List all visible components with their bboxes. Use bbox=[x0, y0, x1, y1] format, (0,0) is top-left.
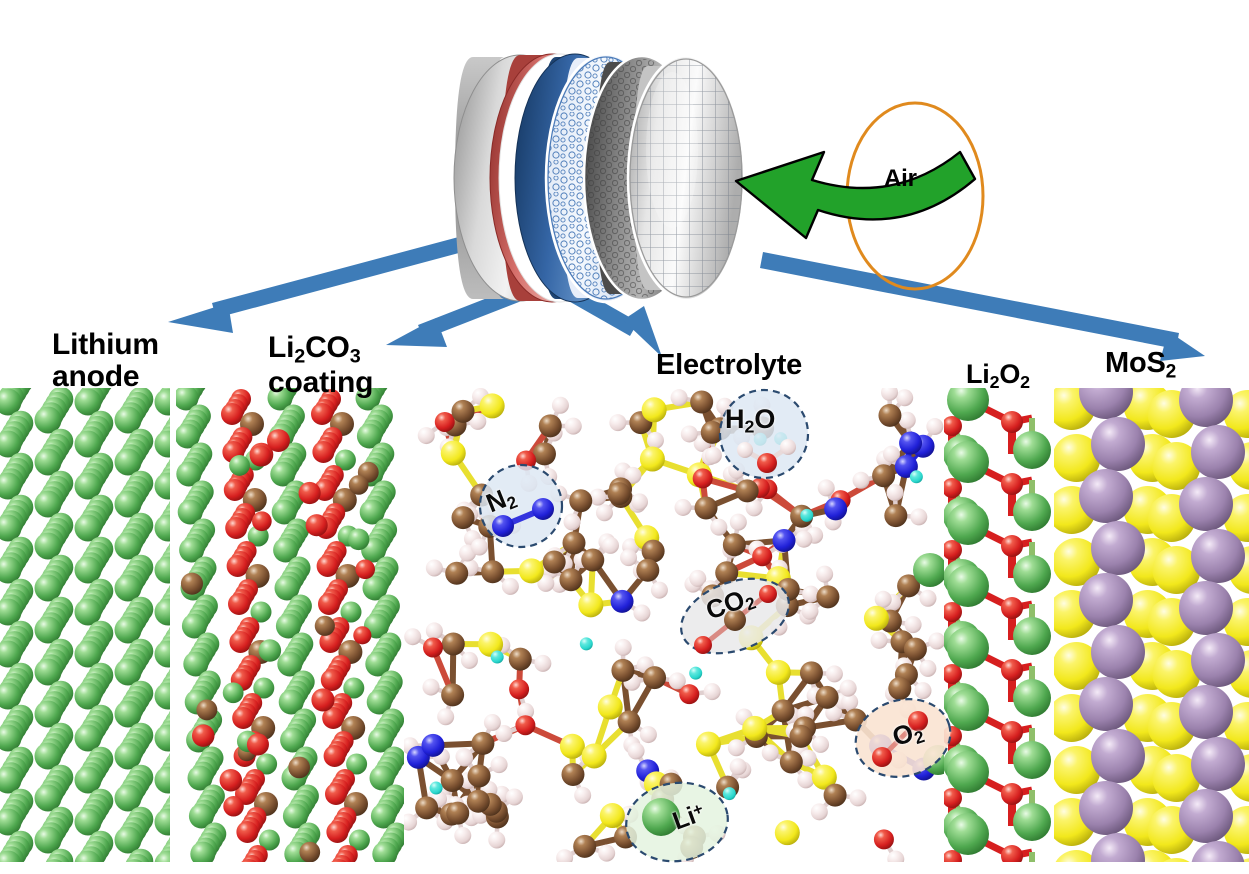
panel-lithium-anode bbox=[0, 388, 170, 862]
label-li2o2: Li2O2 bbox=[966, 359, 1030, 392]
callout-h2o-shape bbox=[718, 388, 810, 480]
label-air: Air bbox=[884, 165, 917, 192]
panel-li2o2 bbox=[944, 388, 1056, 862]
green-air-arrow bbox=[734, 150, 977, 240]
callout-li-shape bbox=[625, 781, 729, 863]
coin-cell-stack bbox=[453, 52, 746, 304]
callout-shapes bbox=[478, 388, 952, 863]
callout-co2-shape bbox=[680, 577, 790, 655]
panel-mos2 bbox=[1054, 388, 1249, 862]
label-electrolyte: Electrolyte bbox=[656, 349, 803, 381]
callout-o2-shape bbox=[854, 698, 952, 778]
air-bubble-group bbox=[734, 101, 985, 291]
label-mos2: MoS2 bbox=[1105, 347, 1177, 383]
callout-h2o-label: H2O bbox=[725, 404, 776, 437]
panel-li2co3-coating bbox=[176, 388, 404, 862]
arrow-to-mos2 bbox=[760, 252, 1205, 361]
arrow-to-lithium-anode bbox=[168, 231, 485, 333]
callout-n2-shape bbox=[478, 463, 564, 549]
